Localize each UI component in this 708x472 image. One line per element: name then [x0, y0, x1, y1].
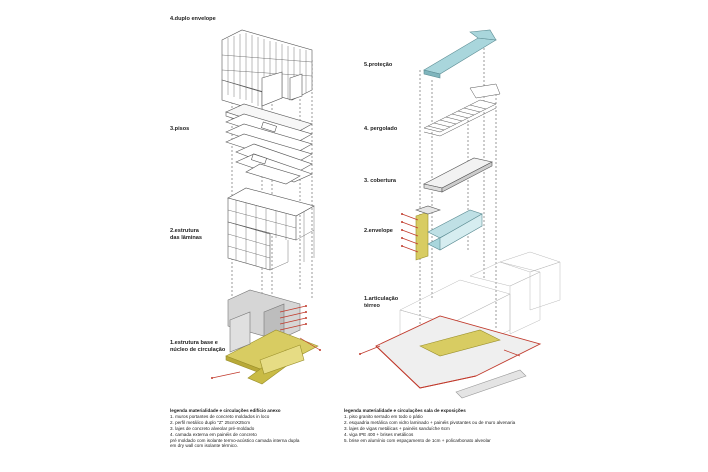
legend-left-item: 3. lajes de concreto alveolar pré-moldad… — [170, 425, 255, 431]
right-layer-envelope — [401, 205, 483, 261]
right-layer-pergolado — [423, 83, 501, 137]
legend-edificio-anexo: legenda materialidade e circulações edif… — [170, 408, 299, 449]
legend-left-item: 1. muros portantes de concreto moldados … — [170, 413, 270, 419]
label-estrutura-laminas: 2.estrutura das lâminas — [170, 228, 203, 241]
legend-left-item: 4. camada externa em painéis de concreto — [170, 431, 257, 437]
label-articulacao-terreo: 1.articulação térreo — [364, 296, 399, 309]
left-layer-pisos — [225, 103, 313, 185]
legend-right-item: 2. esquadria metálica com vidro laminado… — [344, 419, 516, 425]
label-cobertura: 3. cobertura — [364, 178, 397, 184]
right-layer-protecao — [423, 29, 497, 79]
legend-right-item: 1. piso granito serrado em todo o pátio — [344, 413, 423, 419]
left-layer-estrutura — [227, 187, 315, 271]
legend-right-item: 3. lajes de vigas metálicas + painéis sa… — [344, 425, 450, 431]
label-pisos: 3.pisos — [170, 126, 190, 132]
right-layer-cobertura — [423, 157, 493, 193]
legend-right-title: legenda materialidade e circulações sala… — [344, 408, 466, 413]
label-protecao: 5.proteção — [364, 62, 393, 68]
legend-right-item: 4. viga IPE 400 + brises metálicos — [344, 431, 414, 437]
legend-right-item: 5. brise em alumínio com espaçamento de … — [344, 437, 491, 443]
legend-left-title: legenda materialidade e circulações edif… — [170, 408, 281, 413]
left-layer-base — [211, 289, 321, 385]
legend-left-item: pré moldado com isolante termo-acústico … — [170, 437, 300, 443]
right-layer-articulacao — [359, 251, 561, 399]
legend-sala-exposicoes: legenda materialidade e circulações sala… — [344, 408, 515, 443]
left-layer-duplo-envelope — [221, 29, 313, 113]
label-estrutura-base: 1.estrutura base e núcleo de circulação — [170, 340, 226, 353]
legend-left-item: em dry wall com isolante térmico. — [170, 443, 238, 449]
legend-left-item: 2. perfil metálico duplo "Z" 25cmX25cm — [170, 419, 251, 425]
label-duplo-envelope: 4.duplo envelope — [170, 16, 216, 22]
label-pergolado: 4. pergolado — [364, 126, 398, 132]
label-envelope: 2.envelope — [364, 228, 393, 234]
